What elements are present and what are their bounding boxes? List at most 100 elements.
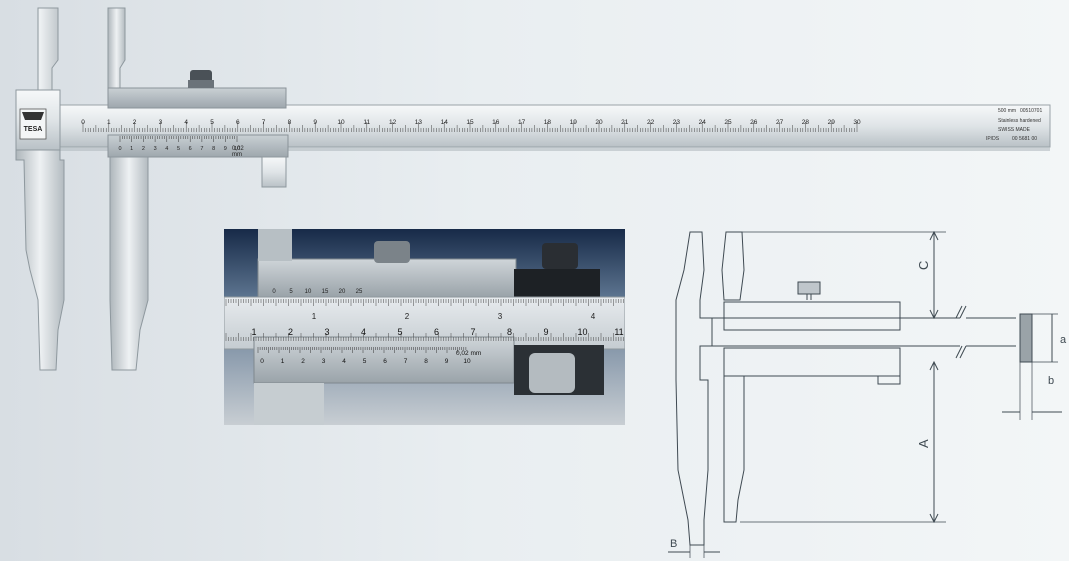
vernier-label: 2: [142, 146, 145, 152]
inset-vernier-label: 1: [281, 358, 285, 365]
main-scale-label: 12: [389, 119, 397, 126]
inset-main-scale-label: 1: [251, 327, 256, 337]
inset-top-scale-label: 0: [272, 289, 276, 295]
main-scale-label: 21: [621, 119, 629, 126]
main-scale-label: 19: [570, 119, 578, 126]
vernier-label: 3: [154, 146, 157, 152]
vernier-unit-mm: mm: [232, 152, 242, 158]
dimension-drawing: [668, 230, 1062, 558]
main-scale-label: 29: [828, 119, 836, 126]
label-a: a: [1060, 334, 1067, 346]
vernier-label: 8: [212, 146, 215, 152]
inset-main-scale-label: 11: [614, 327, 623, 337]
brand-text: TESA: [24, 126, 43, 133]
label-A: A: [916, 439, 931, 448]
inset-main-scale-label: 10: [577, 327, 587, 337]
inset-top-scale-label: 5: [289, 289, 293, 295]
vernier-labels: 0 1 2 3 4 5 6 7 8 9 10: [118, 146, 240, 152]
main-scale-label: 5: [210, 119, 214, 126]
inset-vernier-label: 6: [383, 358, 387, 365]
inset-vernier-label: 0: [260, 358, 264, 365]
main-scale-label: 6: [236, 119, 240, 126]
inset-main-scale-label: 2: [288, 327, 293, 337]
inset-vernier-label: 3: [322, 358, 326, 365]
inset-main-scale-label: 4: [361, 327, 366, 337]
inset-vernier-label: 9: [445, 358, 449, 365]
vernier-plate: [107, 134, 289, 158]
label-B: B: [670, 538, 677, 550]
inset-top-right-label: 3: [498, 312, 503, 321]
main-scale-label: 17: [518, 119, 526, 126]
main-scale-label: 27: [776, 119, 784, 126]
beam-text-3: SWISS MADE: [998, 127, 1031, 133]
fixed-jaw: [15, 7, 65, 371]
slider-top: [107, 87, 287, 109]
vernier-label: 0: [118, 146, 121, 152]
vernier-label: 5: [177, 146, 180, 152]
inset-main-scale-label: 9: [543, 327, 548, 337]
main-scale-label: 9: [313, 119, 317, 126]
main-scale-label: 2: [133, 119, 137, 126]
main-scale-label: 26: [750, 119, 758, 126]
beam-text-2: Stainless hardened: [998, 118, 1041, 124]
main-scale-label: 10: [337, 119, 345, 126]
movable-jaw-lower: [109, 156, 149, 371]
inset-top-scale-label: 25: [356, 289, 363, 295]
main-scale-label: 25: [724, 119, 732, 126]
beam-text-4a: IP/DS: [986, 136, 1000, 142]
main-scale-label: 16: [492, 119, 500, 126]
inset-top-right-label: 2: [405, 312, 410, 321]
main-scale-label: 13: [415, 119, 423, 126]
main-scale-label: 8: [288, 119, 292, 126]
main-scale-label: 22: [647, 119, 655, 126]
inset-top-right-label: 4: [591, 312, 596, 321]
beam-text-1a: 500 mm: [998, 108, 1016, 114]
vernier-ticks: [119, 136, 238, 142]
vernier-label: 6: [189, 146, 192, 152]
main-scale-label: 20: [595, 119, 603, 126]
main-scale-label: 1: [107, 119, 111, 126]
main-scale-ticks: [82, 122, 858, 132]
inset-vernier-label: 5: [363, 358, 367, 365]
vernier-label: 10: [234, 146, 240, 152]
inset-vernier-label: 10: [463, 358, 471, 365]
vernier-unit: 0,02: [232, 146, 244, 152]
inset-vernier-unit: 0,02 mm: [456, 350, 481, 357]
main-scale-label: 15: [466, 119, 474, 126]
inset-top-scale-label: 10: [305, 289, 312, 295]
beam-text-4b: 00 5681 00: [1012, 136, 1037, 142]
inset-main-scale-label: 3: [324, 327, 329, 337]
main-scale-label: 3: [159, 119, 163, 126]
movable-jaw-upper: [107, 7, 126, 91]
main-scale-label: 18: [544, 119, 552, 126]
inset-top-scale-label: 15: [322, 289, 329, 295]
inset-main-scale-label: 8: [507, 327, 512, 337]
inset-vernier-label: 8: [424, 358, 428, 365]
beam-text-1b: 00510701: [1020, 108, 1042, 114]
main-scale-label: 4: [184, 119, 188, 126]
vernier-label: 7: [200, 146, 203, 152]
main-scale-label: 0: [81, 119, 85, 126]
label-C: C: [916, 261, 931, 270]
vernier-label: 4: [165, 146, 168, 152]
main-scale-label: 14: [441, 119, 449, 126]
inset-vernier-label: 2: [301, 358, 305, 365]
inset-vernier-label: 7: [404, 358, 408, 365]
label-b: b: [1048, 375, 1054, 387]
vernier-label: 9: [224, 146, 227, 152]
inset-main-scale-label: 6: [434, 327, 439, 337]
inset-top-right-label: 1: [312, 312, 317, 321]
main-scale-label: 30: [853, 119, 861, 126]
inset-vernier-label: 4: [342, 358, 346, 365]
main-scale-label: 11: [363, 119, 370, 126]
inset-main-scale-label: 5: [397, 327, 402, 337]
main-scale-label: 7: [262, 119, 266, 126]
main-scale-label: 24: [699, 119, 707, 126]
inset-main-scale-label: 7: [470, 327, 475, 337]
vernier-label: 1: [130, 146, 133, 152]
beam-markings: 500 mm 00510701 Stainless hardened SWISS…: [986, 108, 1042, 142]
